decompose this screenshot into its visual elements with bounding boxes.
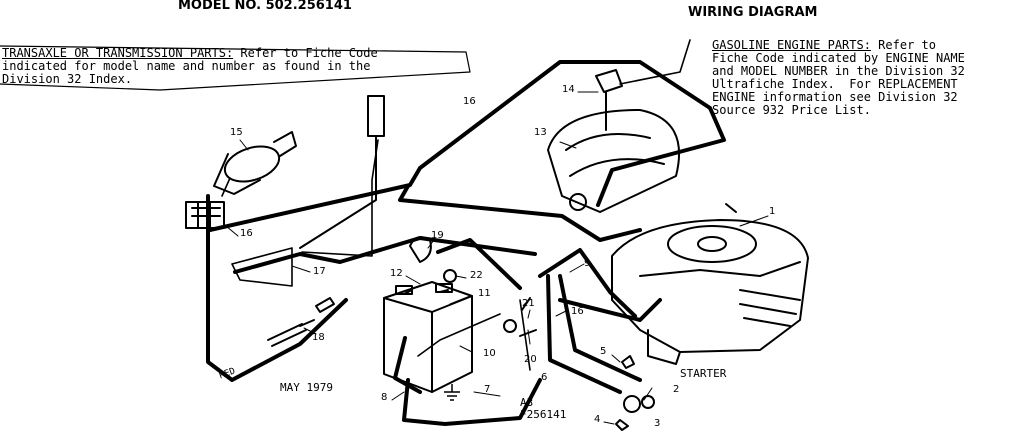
code-a-label: A3 — [520, 396, 534, 409]
motor-assembly — [547, 69, 681, 213]
callout-15: 15 — [230, 127, 243, 138]
transaxle-note-outline — [0, 45, 471, 91]
transaxle-note-line1: Refer to Fiche Code — [233, 46, 378, 60]
callout-19: 19 — [431, 230, 444, 241]
wire-harness — [206, 60, 726, 426]
starter-parts — [615, 355, 655, 431]
callout-16-right: 16 — [571, 306, 584, 317]
callout-2: 2 — [673, 384, 680, 395]
callout-9: 9 — [584, 258, 591, 269]
diagram-title: WIRING DIAGRAM — [688, 5, 818, 20]
engine — [611, 203, 809, 365]
callout-7: 7 — [484, 384, 491, 395]
starter-label: STARTER — [680, 367, 727, 380]
engine-note-line1: Refer to — [870, 38, 936, 52]
leader-lines — [225, 91, 769, 425]
engine-note: GASOLINE ENGINE PARTS: Refer to — [712, 39, 936, 52]
engine-note-line3: and MODEL NUMBER in the Division 32 — [712, 64, 965, 78]
battery — [383, 281, 473, 393]
engine-note-heading: GASOLINE ENGINE PARTS: — [712, 38, 871, 52]
engine-note-line4: Ultrafiche Index. For REPLACEMENT — [712, 77, 958, 91]
callout-6: 6 — [541, 372, 548, 383]
callout-3: 3 — [654, 418, 661, 429]
callout-13: 13 — [534, 127, 547, 138]
callout-4: 4 — [594, 414, 601, 425]
ground-symbol — [444, 384, 460, 401]
engine-note-line2: Fiche Code indicated by ENGINE NAME — [712, 51, 965, 65]
engine-note-line6: Source 932 Price List. — [712, 103, 871, 117]
callout-1: 1 — [769, 206, 776, 217]
callout-10: 10 — [483, 348, 496, 359]
date-label: MAY 1979 — [280, 381, 333, 394]
connector-block — [185, 201, 225, 229]
code-b-label: F256141 — [520, 408, 567, 421]
transaxle-note-line2: indicated for model name and number as f… — [2, 59, 371, 73]
model-number: MODEL NO. 502.256141 — [178, 0, 352, 13]
callout-5: 5 — [600, 346, 607, 357]
callout-17: 17 — [313, 266, 326, 277]
callout-12: 12 — [390, 268, 403, 279]
callout-11: 11 — [478, 288, 491, 299]
transaxle-note: TRANSAXLE OR TRANSMISSION PARTS: Refer t… — [2, 47, 378, 60]
callout-18: 18 — [312, 332, 325, 343]
callout-8: 8 — [381, 392, 388, 403]
control-lever — [299, 95, 385, 249]
callout-16-left: 16 — [240, 228, 253, 239]
callout-20: 20 — [524, 354, 537, 365]
transaxle-note-line3: Division 32 Index. — [2, 72, 133, 86]
callout-21: 21 — [522, 298, 535, 309]
engine-note-line5: ENGINE information see Division 32 — [712, 90, 958, 104]
callout-22: 22 — [470, 270, 483, 281]
callout-16-top: 16 — [463, 96, 476, 107]
callout-14: 14 — [562, 84, 575, 95]
transaxle-note-heading: TRANSAXLE OR TRANSMISSION PARTS: — [2, 46, 234, 60]
